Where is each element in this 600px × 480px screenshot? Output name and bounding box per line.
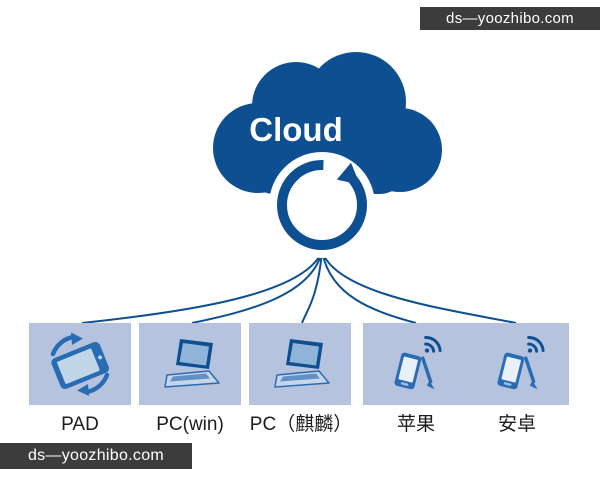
- laptop-icon: [274, 338, 330, 388]
- device-label-pc-kylin: PC（麒麟）: [249, 414, 353, 435]
- watermark-bottom: ds—yoozhibo.com: [0, 443, 192, 469]
- connector-line: [321, 250, 417, 324]
- tablet-rotate-icon: [50, 332, 110, 396]
- laptop-icon: [164, 338, 220, 388]
- watermark-top: ds—yoozhibo.com: [420, 7, 600, 30]
- device-label-pc-win: PC(win): [156, 414, 224, 435]
- device-label-apple: 苹果: [396, 414, 435, 435]
- sync-refresh-arrow-icon: [269, 152, 375, 258]
- connector-line: [81, 250, 323, 324]
- connector-line: [191, 250, 323, 324]
- smartphone-wifi-icon: [494, 332, 547, 392]
- device-box-pc-win: [139, 323, 241, 405]
- device-label-pad: PAD: [61, 414, 99, 435]
- connector-lines: [81, 250, 517, 324]
- connector-line: [301, 250, 323, 324]
- device-box-pad: [29, 323, 131, 405]
- device-box-phones: [363, 323, 569, 405]
- smartphone-wifi-icon: [391, 332, 444, 392]
- device-box-pc-kylin: [249, 323, 351, 405]
- device-label-android: 安卓: [497, 414, 536, 435]
- connector-line: [321, 250, 517, 324]
- cloud-label: Cloud: [249, 111, 342, 148]
